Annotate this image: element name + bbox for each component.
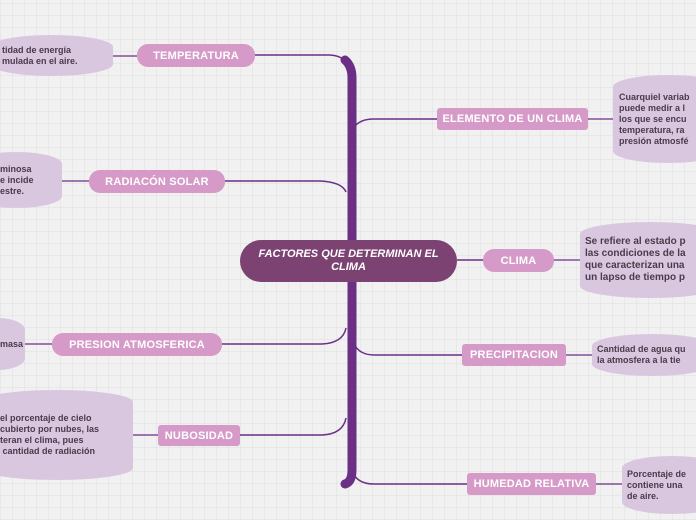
connector-presion: [222, 327, 347, 345]
note-precipitacion-text: Cantidad de agua qu la atmosfera a la ti…: [597, 344, 686, 365]
note-nubosidad-text: el porcentaje de cielo cubierto por nube…: [0, 413, 100, 456]
note-radiacion-solar[interactable]: minosa e incide estre.: [0, 152, 62, 208]
node-elemento-de-un-clima[interactable]: ELEMENTO DE UN CLIMA: [437, 108, 588, 130]
node-clima[interactable]: CLIMA: [483, 249, 554, 272]
connector-elemento: [351, 118, 437, 133]
note-temperatura[interactable]: tidad de energía mulada en el aire.: [0, 35, 113, 76]
node-radiacion-solar[interactable]: RADIACÓN SOLAR: [89, 170, 225, 193]
node-temperatura[interactable]: TEMPERATURA: [137, 44, 255, 67]
central-topic[interactable]: FACTORES QUE DETERMINAN EL CLIMA: [240, 240, 457, 282]
connector-precipitacion: [351, 337, 462, 356]
node-humedad-relativa[interactable]: HUMEDAD RELATIVA: [467, 473, 596, 495]
note-elemento-text: Cuarquiel variab puede medir a l los que…: [619, 91, 690, 146]
note-clima[interactable]: Se refiere al estado p las condiciones d…: [580, 222, 696, 298]
connector-radiacion: [225, 180, 347, 193]
note-presion-text: masa: [0, 338, 24, 349]
note-precipitacion[interactable]: Cantidad de agua qu la atmosfera a la ti…: [592, 334, 696, 376]
connector-humedad: [351, 469, 467, 485]
node-precipitacion[interactable]: PRECIPITACION: [462, 344, 566, 366]
note-presion-atmosferica[interactable]: masa: [0, 318, 25, 370]
connector-nubosidad: [240, 417, 347, 436]
note-temperatura-text: tidad de energía mulada en el aire.: [2, 44, 78, 66]
note-humedad-text: Porcentaje de contiene una de aire.: [627, 468, 687, 501]
note-elemento-de-un-clima[interactable]: Cuarquiel variab puede medir a l los que…: [613, 75, 696, 163]
note-nubosidad[interactable]: el porcentaje de cielo cubierto por nube…: [0, 390, 133, 480]
node-nubosidad[interactable]: NUBOSIDAD: [158, 425, 240, 446]
node-presion-atmosferica[interactable]: PRESION ATMOSFERICA: [52, 333, 222, 356]
note-clima-text: Se refiere al estado p las condiciones d…: [585, 236, 686, 283]
note-humedad-relativa[interactable]: Porcentaje de contiene una de aire.: [622, 456, 696, 514]
connector-temperatura: [255, 54, 351, 73]
note-radiacion-text: minosa e incide estre.: [0, 163, 34, 196]
